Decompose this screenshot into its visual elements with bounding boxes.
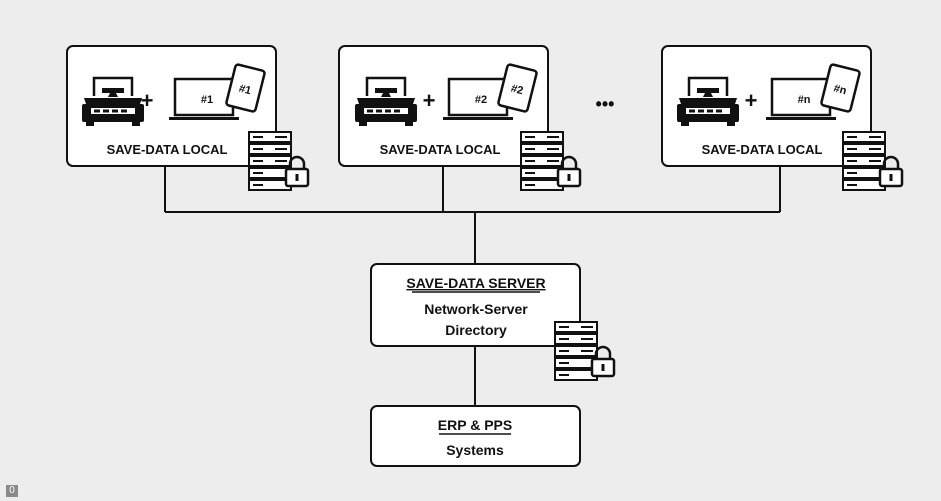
workstation-n: + #n #n SAVE-DATA LOCAL — [661, 45, 904, 192]
server-line-2: Directory — [445, 322, 507, 338]
laptop-icon: #n — [764, 77, 838, 122]
server-box — [370, 263, 581, 347]
workstation-1: + #1 #1 SAVE-DATA LOCAL — [66, 45, 310, 192]
plus-sign: + — [141, 88, 154, 113]
plus-sign: + — [423, 88, 436, 113]
tablet-icon: #2 — [496, 62, 539, 114]
laptop-icon: #1 — [167, 77, 241, 122]
server-lock-icon — [519, 130, 582, 192]
laptop-number: #2 — [475, 94, 487, 106]
save-data-local-label: SAVE-DATA LOCAL — [702, 142, 823, 157]
workstation-box — [661, 45, 872, 167]
erp-box — [370, 405, 581, 467]
save-data-local-label: SAVE-DATA LOCAL — [107, 142, 228, 157]
workstation-box — [338, 45, 549, 167]
server-lock-icon — [841, 130, 904, 192]
server-line-1: Network-Server — [424, 301, 528, 317]
save-data-server: SAVE-DATA SERVER Network-Server Director… — [370, 263, 616, 382]
laptop-icon: #2 — [441, 77, 515, 122]
plus-sign: + — [745, 88, 758, 113]
workstation-box — [66, 45, 277, 167]
server-lock-icon — [553, 320, 616, 382]
tablet-icon: #1 — [224, 62, 267, 114]
tablet-number: #2 — [510, 83, 525, 98]
tablet-icon: #n — [819, 62, 862, 114]
tablet-number: #n — [832, 83, 848, 98]
laptop-number: #n — [798, 94, 811, 106]
erp-line-1: Systems — [446, 442, 504, 458]
erp-pps-systems: ERP & PPS Systems — [370, 405, 581, 467]
tablet-number: #1 — [238, 83, 253, 98]
erp-title: ERP & PPS — [438, 417, 512, 433]
workstation-2: + #2 #2 SAVE-DATA LOCAL — [338, 45, 582, 192]
server-title: SAVE-DATA SERVER — [406, 275, 545, 291]
server-lock-icon — [247, 130, 310, 192]
save-data-local-label: SAVE-DATA LOCAL — [380, 142, 501, 157]
laptop-number: #1 — [201, 94, 213, 106]
connection-lines — [164, 166, 781, 406]
corner-tag: 0 — [6, 485, 18, 497]
ellipsis: ••• — [596, 94, 615, 114]
